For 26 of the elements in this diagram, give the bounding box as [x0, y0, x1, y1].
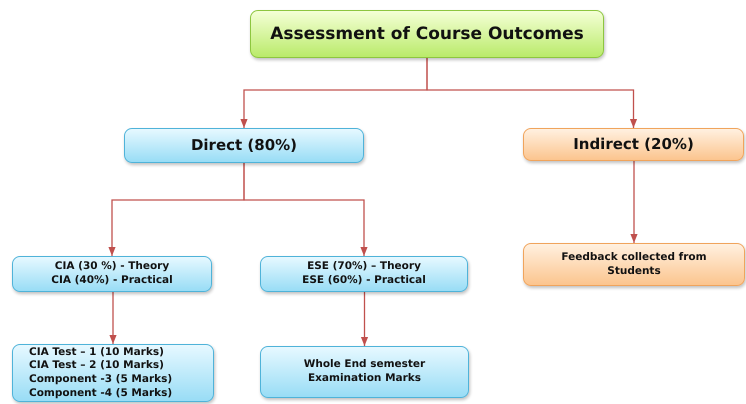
arrow [426, 58, 638, 128]
node-text: Indirect (20%) [573, 134, 694, 154]
process-box [12, 344, 214, 402]
heading-box [124, 128, 364, 163]
arrow [360, 292, 368, 346]
arrow [109, 292, 117, 344]
process-box [523, 243, 745, 286]
node-text: Feedback collected from Students [560, 250, 708, 278]
node-text: CIA (30 %) - Theory [54, 260, 170, 274]
node-text: Assessment of Course Outcomes [270, 22, 584, 46]
arrow [243, 163, 368, 256]
node-text: CIA (40%) - Practical [51, 274, 173, 288]
node-text: ESE (70%) – Theory [307, 260, 421, 274]
process-box [260, 256, 468, 292]
node-text: CIA Test – 1 (10 Marks) [29, 346, 164, 360]
node-text: Direct (80%) [190, 136, 298, 156]
arrow [630, 161, 638, 243]
heading-box [250, 10, 604, 58]
node-text: CIA Test – 2 (10 Marks) [29, 359, 164, 373]
process-box [12, 256, 212, 292]
node-text: Component -4 (5 Marks) [29, 386, 172, 400]
process-box [260, 346, 469, 398]
node-text: Whole End semester Examination Marks [302, 358, 426, 386]
node-text: Component -3 (5 Marks) [29, 373, 172, 387]
heading-box [523, 128, 744, 161]
node-text: ESE (60%) - Practical [302, 274, 426, 288]
